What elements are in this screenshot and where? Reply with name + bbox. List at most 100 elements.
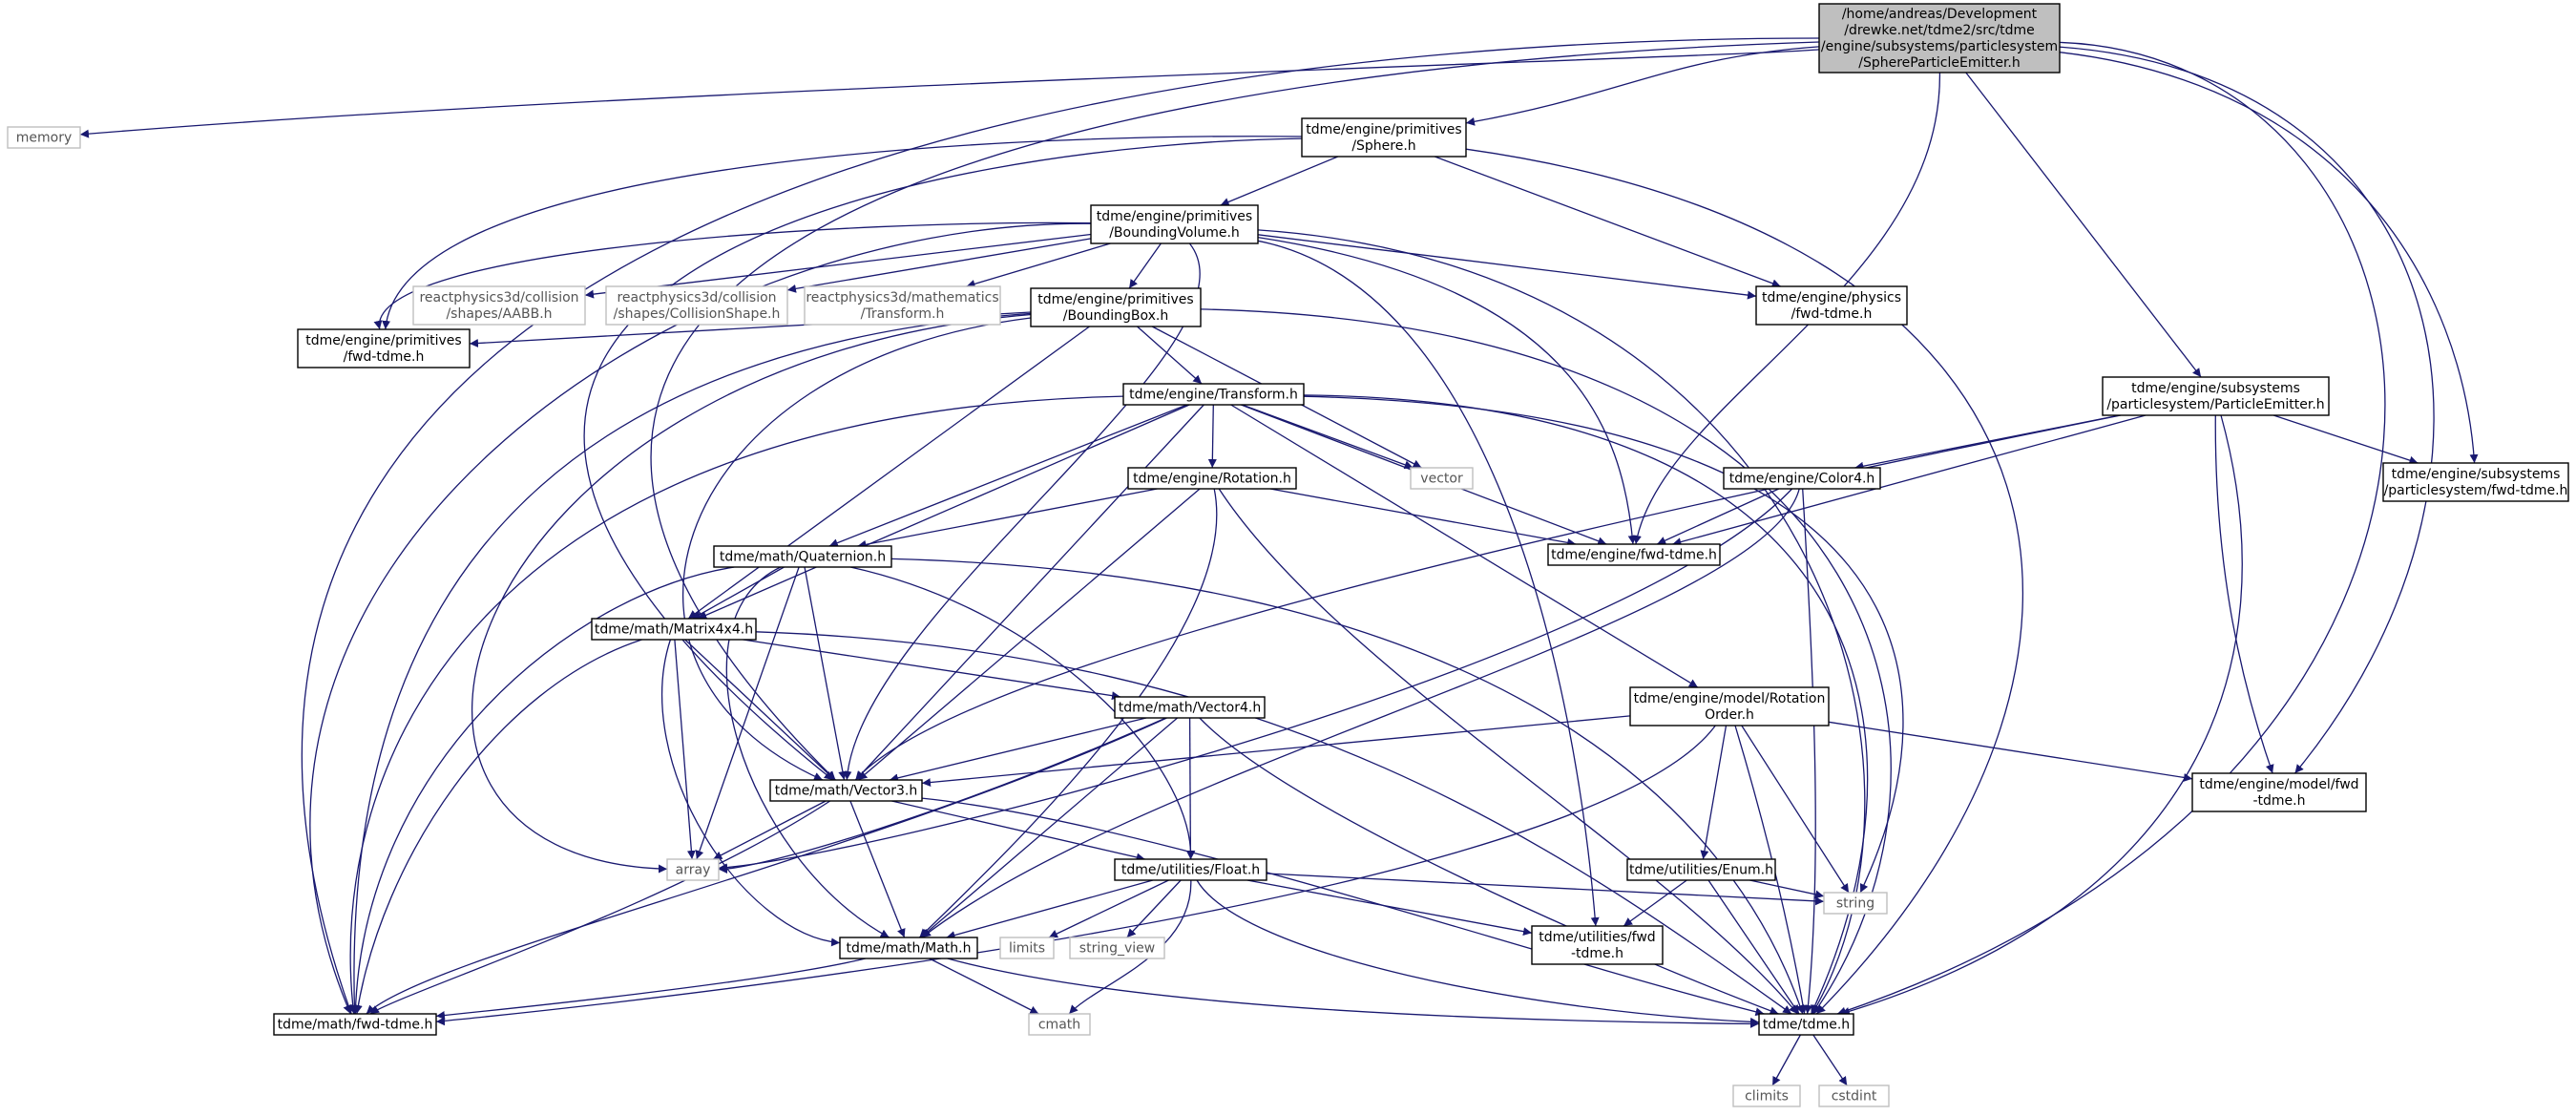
edge-line [369, 800, 831, 1015]
node-box [839, 937, 978, 959]
node-box [1127, 467, 1297, 490]
node-modelfwd[interactable]: tdme/engine/model/fwd-tdme.h [2191, 772, 2367, 812]
edge-bvol-to-physfwd [1257, 234, 1757, 300]
node-primfwd[interactable]: tdme/engine/primitives/fwd-tdme.h [297, 328, 471, 368]
node-box [1114, 696, 1266, 719]
node-box [1028, 1013, 1091, 1036]
edge-root-to-tdme [1836, 41, 2386, 1016]
edge-line [1218, 488, 1798, 1015]
edge-line [804, 566, 848, 781]
node-utilfwd[interactable]: tdme/utilities/fwd-tdme.h [1531, 925, 1664, 965]
edge-line [301, 37, 1820, 1015]
node-label-line: tdme/math/Matrix4x4.h [595, 622, 753, 638]
edge-line [1068, 879, 1192, 1015]
edge-line [2214, 414, 2274, 774]
node-float[interactable]: tdme/utilities/Float.h [1114, 858, 1267, 881]
node-box [273, 1013, 437, 1036]
edge-line [1465, 46, 1820, 126]
node-root[interactable]: /home/andreas/Development/drewke.net/tdm… [1818, 3, 2061, 74]
node-sphere[interactable]: tdme/engine/primitives/Sphere.h [1301, 117, 1467, 158]
edge-line [1242, 404, 1414, 470]
node-vec3[interactable]: tdme/math/Vector3.h [769, 779, 923, 802]
edge-line [687, 326, 1090, 620]
node-transform[interactable]: tdme/engine/Transform.h [1122, 383, 1305, 406]
edge-bvol-to-primfwd [373, 221, 1092, 330]
edge-mat4-to-math [661, 639, 841, 947]
edge-line [382, 136, 1303, 330]
edge-pemitter-to-modelfwd [2214, 414, 2274, 774]
edge-line [373, 221, 1092, 330]
edge-rotorder-to-vec3 [921, 715, 1631, 788]
edge-line [674, 639, 696, 860]
edge-line [743, 639, 1121, 701]
node-label-line: climits [1745, 1089, 1789, 1105]
node-quat[interactable]: tdme/math/Quaternion.h [713, 545, 892, 568]
node-tdme[interactable]: tdme/tdme.h [1758, 1013, 1854, 1036]
node-label-line: tdme/math/fwd-tdme.h [278, 1018, 433, 1033]
edge-bvol-to-aabb [584, 233, 1092, 299]
edge-line [1220, 156, 1339, 206]
node-physfwd[interactable]: tdme/engine/physics/fwd-tdme.h [1755, 285, 1908, 326]
edge-bvol-to-tdme [1257, 229, 1866, 1015]
node-label-line: /BoundingBox.h [1063, 308, 1169, 324]
node-cstdint: cstdint [1818, 1084, 1890, 1107]
node-enginefwd[interactable]: tdme/engine/fwd-tdme.h [1547, 543, 1721, 566]
node-box [1626, 858, 1776, 881]
edge-transform-to-rotation [1207, 404, 1217, 469]
edge-line [1802, 488, 1816, 1015]
edge-line [1836, 41, 2386, 1016]
edge-line [890, 558, 1805, 1015]
edge-enum-to-string [1749, 879, 1825, 899]
node-box [591, 618, 757, 641]
node-enum[interactable]: tdme/utilities/Enum.h [1626, 858, 1776, 881]
edge-line [1965, 72, 2202, 378]
edge-float-to-string [1266, 873, 1825, 906]
node-label-line: tdme/engine/Color4.h [1729, 472, 1875, 487]
node-label-line: tdme/engine/subsystems [2392, 467, 2561, 482]
node-label-line: tdme/utilities/fwd [1539, 930, 1655, 945]
edge-vec4-to-mathfwd [366, 717, 1167, 1015]
edge-quat-to-math [725, 566, 890, 938]
edge-bbox-to-vec3 [681, 317, 1032, 781]
edge-transform-to-vector [1242, 404, 1414, 470]
node-label-line: tdme/engine/model/fwd [2199, 777, 2358, 792]
edge-enum-to-tdme [1707, 879, 1800, 1015]
edge-math-to-tdme [947, 958, 1760, 1028]
node-rp3dtr: reactphysics3d/mathematics/Transform.h [804, 285, 1001, 326]
node-vec4[interactable]: tdme/math/Vector4.h [1114, 696, 1266, 719]
edge-bbox-to-array [471, 313, 1032, 874]
edge-mat4-to-tdme [755, 631, 1792, 1015]
edge-line [929, 958, 1039, 1015]
edge-line [1207, 404, 1217, 469]
node-mat4[interactable]: tdme/math/Matrix4x4.h [591, 618, 757, 641]
dependency-edges [79, 37, 2479, 1086]
edge-tdme-to-cstdint [1812, 1034, 1848, 1086]
edge-line [1196, 879, 1760, 1026]
edge-line [1048, 879, 1169, 938]
node-label-line: tdme/engine/model/Rotation [1634, 691, 1826, 706]
node-rotation[interactable]: tdme/engine/Rotation.h [1127, 467, 1297, 490]
node-psfwd[interactable]: tdme/engine/subsystems/particlesystem/fw… [2382, 462, 2569, 502]
node-box [804, 285, 1001, 326]
node-label-line: tdme/engine/physics [1762, 290, 1901, 305]
node-bvol[interactable]: tdme/engine/primitives/BoundingVolume.h [1090, 204, 1259, 244]
edge-root-to-mathfwd [301, 37, 1820, 1015]
edge-line [1828, 721, 2193, 782]
node-pemitter[interactable]: tdme/engine/subsystems/particlesystem/Pa… [2102, 376, 2330, 416]
node-math[interactable]: tdme/math/Math.h [839, 937, 978, 959]
edge-pemitter-to-vec3 [854, 414, 2122, 781]
edge-rotation-to-tdme [1218, 488, 1798, 1015]
node-color4[interactable]: tdme/engine/Color4.h [1723, 467, 1881, 490]
node-label-line: vector [1420, 472, 1463, 487]
node-box [2382, 462, 2569, 502]
node-bbox[interactable]: tdme/engine/primitives/BoundingBox.h [1030, 287, 1202, 327]
node-mathfwd[interactable]: tdme/math/fwd-tdme.h [273, 1013, 437, 1036]
node-label-line: tdme/engine/Transform.h [1129, 388, 1298, 403]
edge-float-to-string_view [1126, 879, 1182, 938]
node-box [713, 545, 892, 568]
node-box [1030, 287, 1202, 327]
edge-mat4-to-array [674, 639, 696, 860]
node-label-line: /fwd-tdme.h [344, 349, 425, 365]
